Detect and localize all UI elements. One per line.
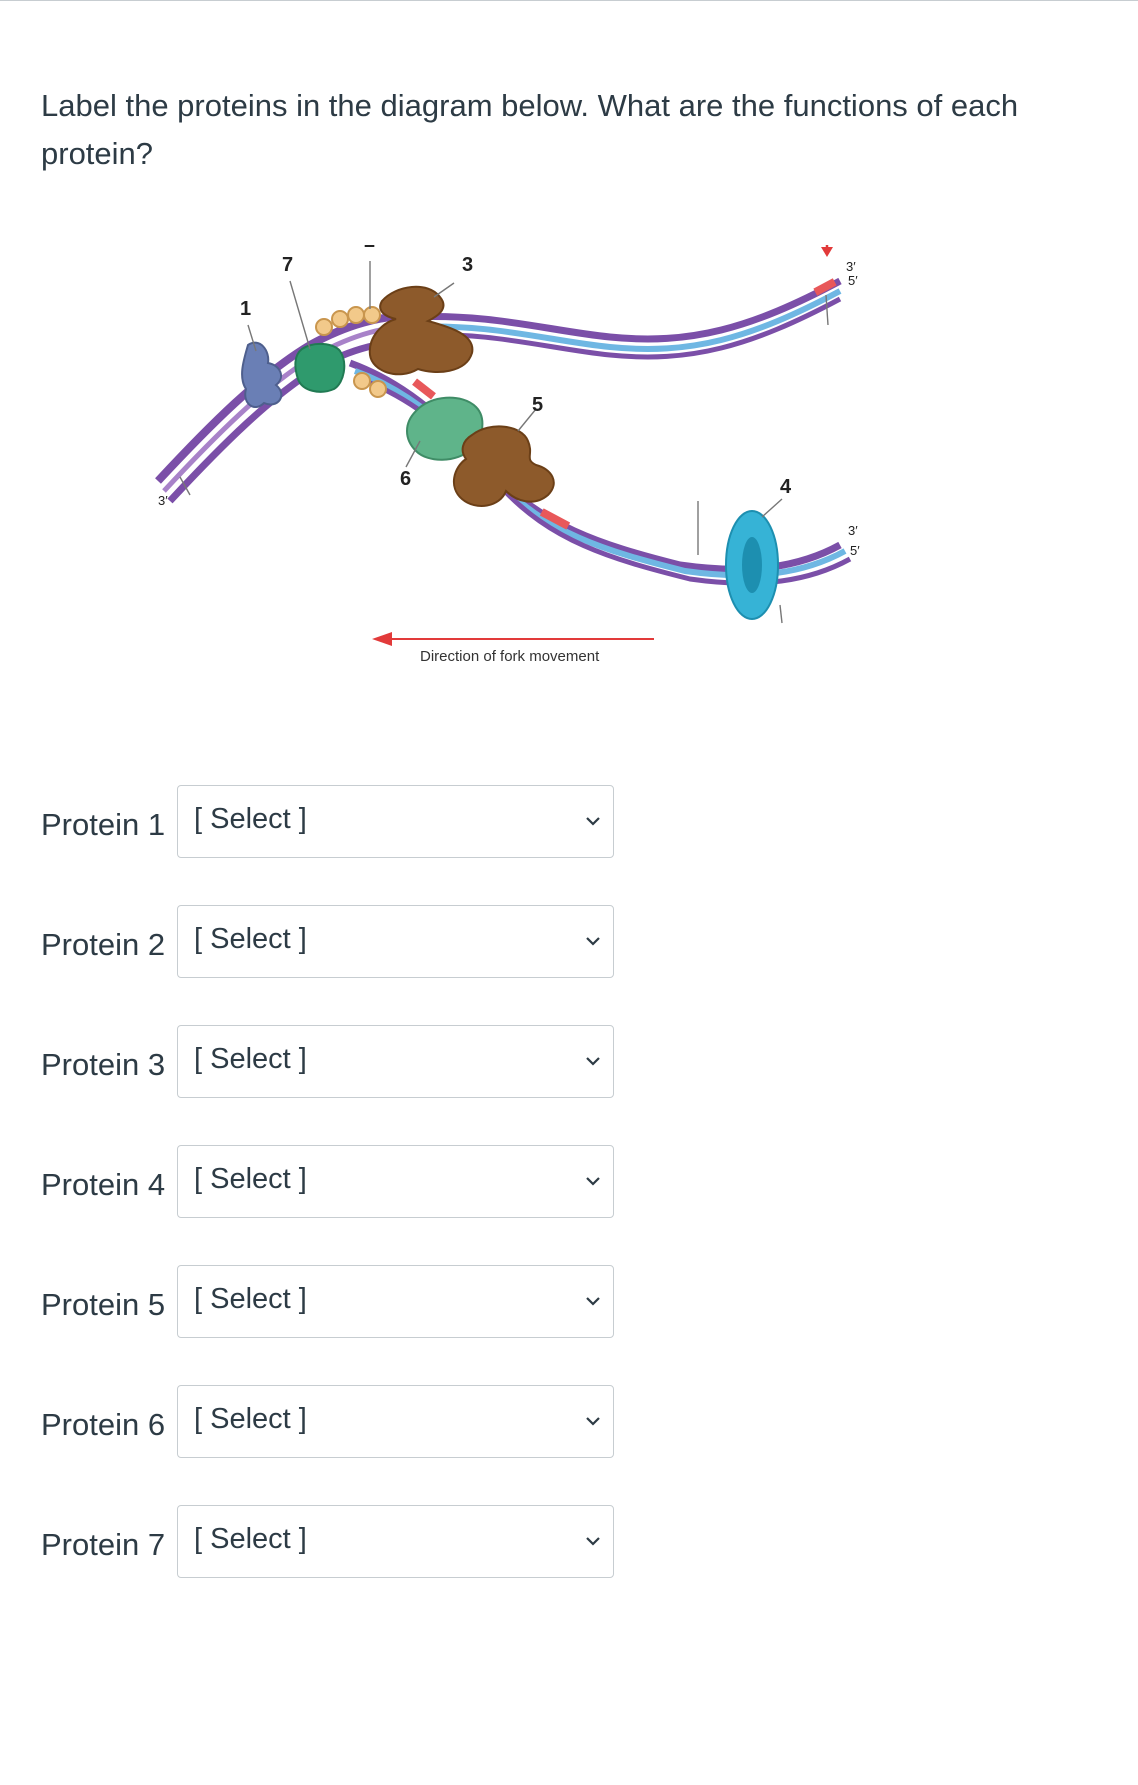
- protein-5-shape: [452, 425, 555, 507]
- chevron-down-icon: [586, 1057, 600, 1066]
- chevron-down-icon: [586, 937, 600, 946]
- chevron-down-icon: [586, 1297, 600, 1306]
- replication-fork-diagram: 1 7 2 3 5 6 4 5′ 3′ 3′ 5′ 3′ 5′ Directio…: [150, 245, 1000, 765]
- protein-3-select[interactable]: [ Select ]: [177, 1025, 614, 1098]
- protein-5-select[interactable]: [ Select ]: [177, 1265, 614, 1338]
- select-value: [ Select ]: [194, 1043, 307, 1075]
- protein-2-shape: [315, 306, 387, 398]
- end-bottom-5: 5′: [850, 543, 860, 558]
- direction-arrow: [372, 632, 654, 646]
- end-left-3: 3′: [158, 493, 168, 508]
- chevron-down-icon: [586, 1177, 600, 1186]
- select-value: [ Select ]: [194, 1523, 307, 1555]
- protein-2-label: Protein 2: [41, 927, 166, 962]
- chevron-down-icon: [586, 1537, 600, 1546]
- end-top-5: 5′: [848, 273, 858, 288]
- protein-row-1: Protein 1 [ Select ]: [41, 785, 641, 861]
- protein-1-select[interactable]: [ Select ]: [177, 785, 614, 858]
- protein-4-shape: [725, 510, 779, 620]
- protein-6-label: Protein 6: [41, 1407, 166, 1442]
- select-value: [ Select ]: [194, 1403, 307, 1435]
- question-text: Label the proteins in the diagram below.…: [41, 88, 1019, 171]
- protein-2-select[interactable]: [ Select ]: [177, 905, 614, 978]
- end-bottom-3: 3′: [848, 523, 858, 538]
- direction-caption: Direction of fork movement: [420, 648, 600, 665]
- label-5: 5: [532, 394, 543, 416]
- protein-row-4: Protein 4 [ Select ]: [41, 1145, 641, 1221]
- protein-5-label: Protein 5: [41, 1287, 166, 1322]
- protein-4-select[interactable]: [ Select ]: [177, 1145, 614, 1218]
- protein-7-select[interactable]: [ Select ]: [177, 1505, 614, 1578]
- label-6: 6: [400, 468, 411, 490]
- protein-3-shape: [368, 285, 474, 376]
- chevron-down-icon: [586, 817, 600, 826]
- end-top-3: 3′: [846, 259, 856, 274]
- protein-row-7: Protein 7 [ Select ]: [41, 1505, 641, 1581]
- label-4: 4: [780, 476, 792, 498]
- protein-3-label: Protein 3: [41, 1047, 166, 1082]
- protein-row-3: Protein 3 [ Select ]: [41, 1025, 641, 1101]
- red-arrow-icon: [821, 245, 833, 257]
- protein-row-2: Protein 2 [ Select ]: [41, 905, 641, 981]
- top-divider: [0, 0, 1138, 1]
- leading-strand: [409, 277, 842, 360]
- protein-4-label: Protein 4: [41, 1167, 166, 1202]
- chevron-down-icon: [586, 1417, 600, 1426]
- select-value: [ Select ]: [194, 1163, 307, 1195]
- protein-7-shape: [294, 343, 346, 393]
- protein-1-shape: [241, 341, 283, 408]
- label-2: 2: [364, 245, 375, 252]
- leader-lines: [179, 261, 829, 624]
- select-value: [ Select ]: [194, 923, 307, 955]
- protein-7-label: Protein 7: [41, 1527, 166, 1562]
- label-3: 3: [462, 254, 473, 276]
- select-value: [ Select ]: [194, 1283, 307, 1315]
- label-1: 1: [240, 298, 251, 320]
- protein-6-select[interactable]: [ Select ]: [177, 1385, 614, 1458]
- protein-row-5: Protein 5 [ Select ]: [41, 1265, 641, 1341]
- select-value: [ Select ]: [194, 803, 307, 835]
- protein-row-6: Protein 6 [ Select ]: [41, 1385, 641, 1461]
- protein-1-label: Protein 1: [41, 807, 166, 842]
- label-7: 7: [282, 254, 293, 276]
